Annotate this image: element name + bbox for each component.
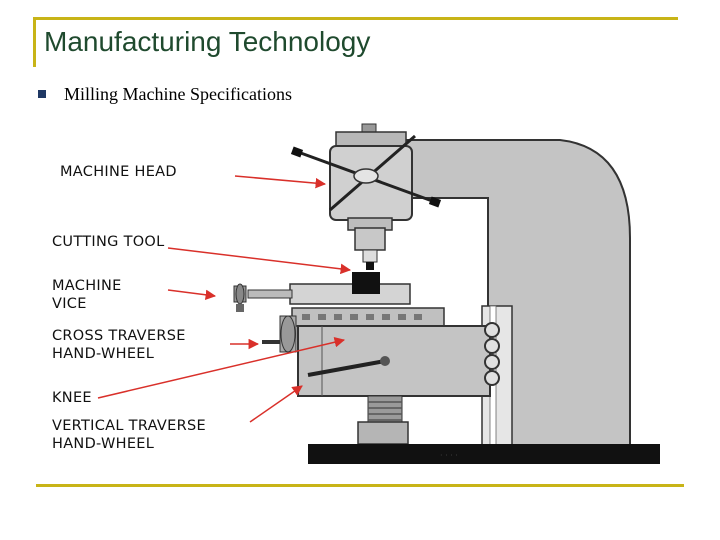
label-cross-traverse-line1: CROSS TRAVERSE	[52, 328, 186, 344]
frame-bottom-rule	[36, 484, 684, 487]
label-cross-traverse-line2: HAND-WHEEL	[52, 346, 154, 362]
machine-base	[308, 444, 660, 464]
milling-machine-figure: · · · · MACHINE HEAD CUTTING TOOL MACHIN…	[40, 118, 672, 472]
base-mark: · · · ·	[440, 451, 458, 460]
label-machine-head: MACHINE HEAD	[60, 164, 177, 180]
vertical-screw	[357, 395, 409, 445]
label-machine-vice-line1: MACHINE	[52, 278, 122, 294]
label-cutting-tool: CUTTING TOOL	[52, 234, 165, 250]
machine-head	[290, 123, 442, 231]
machine-vice	[233, 272, 411, 312]
bullet-icon	[38, 90, 46, 98]
label-knee: KNEE	[52, 390, 92, 406]
label-vertical-traverse-line2: HAND-WHEEL	[52, 436, 154, 452]
milling-machine-diagram: · · · · MACHINE HEAD CUTTING TOOL MACHIN…	[40, 118, 672, 472]
label-vertical-traverse-line1: VERTICAL TRAVERSE	[52, 418, 206, 434]
arrow-vertical-traverse	[249, 385, 303, 423]
work-table	[262, 307, 445, 353]
knee	[297, 322, 500, 397]
arrow-machine-head	[234, 175, 327, 189]
label-machine-vice-line2: VICE	[52, 296, 87, 312]
arrow-cutting-tool	[167, 247, 352, 275]
bullet-text: Milling Machine Specifications	[64, 84, 292, 104]
frame-top-rule	[33, 17, 678, 20]
frame-left-rule	[33, 17, 36, 67]
arrow-knee	[97, 337, 346, 399]
slide-title: Manufacturing Technology	[44, 26, 371, 57]
cutting-tool	[354, 227, 386, 270]
arrow-machine-vice	[167, 289, 217, 301]
